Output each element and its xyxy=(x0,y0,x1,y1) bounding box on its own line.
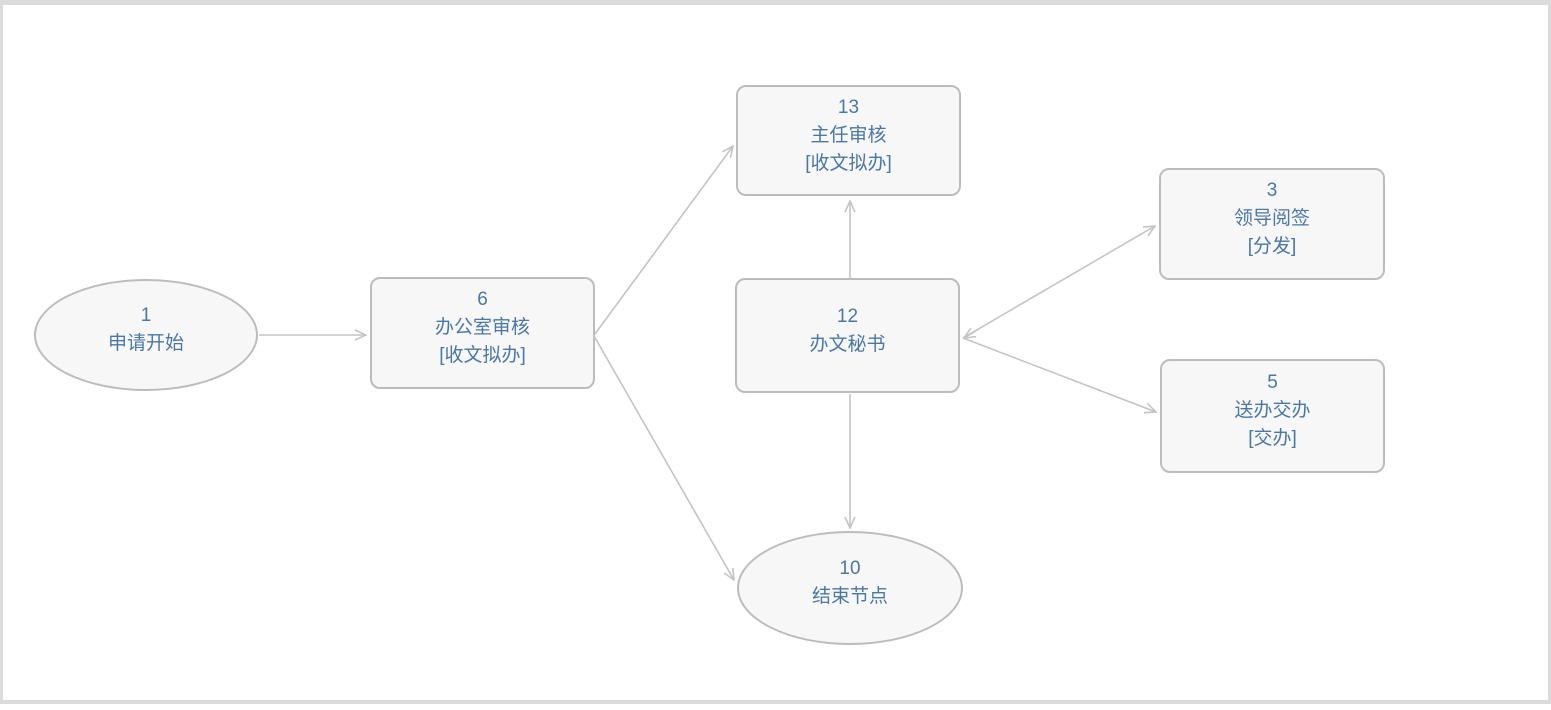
node-number: 5 xyxy=(1267,372,1278,393)
node-label: [分发] xyxy=(1247,236,1297,257)
node-number: 10 xyxy=(839,558,861,579)
node-label: 主任审核 xyxy=(810,124,887,146)
node-number: 6 xyxy=(477,289,488,310)
node-label: 领导阅签 xyxy=(1233,208,1310,229)
edge-6-to-10 xyxy=(593,335,734,580)
flow-node-12[interactable]: 12 办文秘书 xyxy=(735,278,960,393)
edge-arrowhead-into-12 xyxy=(964,329,980,338)
node-number: 13 xyxy=(837,96,860,118)
flow-node-3[interactable]: 3 领导阅签 [分发] xyxy=(1159,168,1385,280)
flow-node-10[interactable]: 10 结束节点 xyxy=(737,531,963,645)
node-number: 3 xyxy=(1266,180,1278,201)
node-label: 办文秘书 xyxy=(809,333,886,355)
node-label: [收文拟办] xyxy=(439,345,526,366)
node-label: 结束节点 xyxy=(811,586,888,607)
flow-node-6[interactable]: 6 办公室审核 [收文拟办] xyxy=(370,277,595,389)
flow-node-5[interactable]: 5 送办交办 [交办] xyxy=(1160,359,1385,473)
node-label: [交办] xyxy=(1248,428,1297,449)
node-label: 办公室审核 xyxy=(434,317,530,338)
flow-node-1[interactable]: 1 申请开始 xyxy=(34,279,258,391)
node-number: 12 xyxy=(836,305,859,327)
flow-node-13[interactable]: 13 主任审核 [收文拟办] xyxy=(736,85,961,196)
node-label: 申请开始 xyxy=(107,333,184,354)
node-number: 1 xyxy=(140,305,152,326)
edge-12-to-5 xyxy=(962,337,1156,412)
node-label: 送办交办 xyxy=(1234,400,1311,421)
edge-12-to-3 xyxy=(962,226,1155,339)
node-label: [收文拟办] xyxy=(805,152,892,174)
edge-6-to-13 xyxy=(594,146,733,335)
